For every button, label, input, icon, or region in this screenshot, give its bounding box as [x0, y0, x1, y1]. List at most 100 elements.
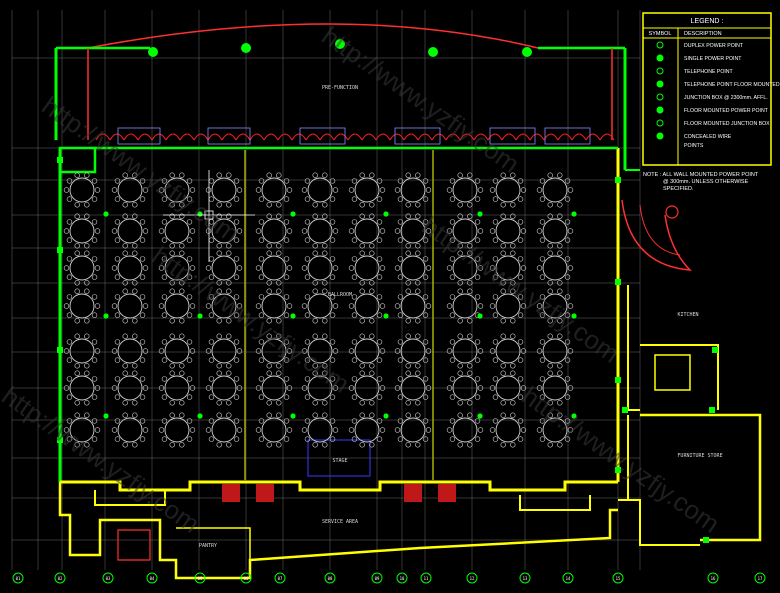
- furniture-store-wall: [640, 413, 762, 542]
- round-table: [205, 213, 243, 249]
- room-labels: PRE-FUNCTION BALLROOM STAGE SERVICE AREA…: [199, 85, 723, 549]
- round-table: [489, 172, 527, 208]
- round-table: [394, 333, 432, 369]
- legend-extra: POINTS: [684, 143, 704, 149]
- red-block: [222, 484, 240, 502]
- floor-power-point-icon: [290, 211, 296, 217]
- panel-arc: [207, 133, 223, 141]
- grid-bubble-label: 03: [106, 576, 111, 581]
- walls: [54, 23, 762, 580]
- round-table: [301, 412, 339, 448]
- kitchen-lift: [654, 354, 691, 391]
- legend-title: LEGEND :: [691, 18, 724, 25]
- round-table: [348, 213, 386, 249]
- telephone-floor-point-icon: [656, 80, 664, 88]
- ceiling-light-icon: [428, 47, 438, 57]
- legend-item: FLOOR MOUNTED JUNCTION BOX: [656, 119, 770, 127]
- grid-bubble: 10: [396, 572, 408, 584]
- panel-arc: [389, 133, 405, 141]
- round-table: [489, 250, 527, 286]
- store-bottom: [618, 499, 700, 546]
- round-table: [255, 213, 293, 249]
- round-table: [536, 370, 574, 406]
- floor-power-point-icon: [383, 413, 389, 419]
- round-table: [63, 412, 101, 448]
- prefunction-bay: [544, 127, 591, 145]
- grid-bubble: 09: [371, 572, 383, 584]
- round-table: [111, 288, 149, 324]
- legend-item-label: TELEPHONE POINT FLOOR MOUNTED: [684, 82, 780, 88]
- round-table: [205, 288, 243, 324]
- round-table: [536, 250, 574, 286]
- label-pre-function: PRE-FUNCTION: [322, 85, 358, 91]
- floor-power-point-icon: [477, 313, 483, 319]
- grid-bubble: 04: [146, 572, 158, 584]
- round-table: [536, 333, 574, 369]
- panel-arc: [221, 133, 237, 141]
- panel-arc: [431, 133, 447, 141]
- floor-power-point-icon: [290, 413, 296, 419]
- legend: LEGEND : SYMBOL DESCRIPTION DUPLEX POWER…: [642, 12, 780, 166]
- round-table: [536, 172, 574, 208]
- column-marker: [712, 347, 718, 353]
- round-table: [205, 370, 243, 406]
- note-line-2: @ 300mm. UNLESS OTHERWISE: [663, 179, 749, 185]
- panel-arc: [403, 133, 419, 141]
- round-table: [111, 412, 149, 448]
- round-table: [255, 333, 293, 369]
- grid-bubble: 12: [466, 572, 478, 584]
- floor-power-point-icon: [477, 211, 483, 217]
- column-marker: [615, 177, 621, 183]
- panel-arc: [529, 133, 545, 141]
- red-block: [438, 484, 456, 502]
- round-table: [158, 172, 196, 208]
- round-table: [348, 172, 386, 208]
- round-table: [394, 250, 432, 286]
- grid-bubble-label: 14: [566, 576, 571, 581]
- panel-arc: [333, 133, 349, 141]
- panel-arc: [487, 133, 503, 141]
- round-table: [348, 412, 386, 448]
- label-service-area: SERVICE AREA: [322, 519, 358, 525]
- concealed-wire-icon: [656, 132, 664, 140]
- panel-arc: [473, 133, 489, 141]
- cad-crosshair-cursor[interactable]: [163, 170, 255, 262]
- grid-bubble-label: 04: [150, 576, 155, 581]
- round-table: [446, 250, 484, 286]
- label-ballroom: BALLROOM: [328, 292, 352, 298]
- panel-arc: [193, 133, 209, 141]
- floor-power-point-icon: [571, 413, 577, 419]
- floor-power-point-icon: [571, 313, 577, 319]
- round-table: [158, 412, 196, 448]
- round-table: [394, 213, 432, 249]
- service-area-wall: [58, 482, 618, 580]
- curved-stair-outer: [621, 199, 692, 271]
- round-table: [489, 213, 527, 249]
- grid-bubble-label: 10: [400, 576, 405, 581]
- legend-item-label: TELEPHONE POINT: [684, 69, 734, 75]
- grid-bubble-label: 17: [758, 576, 763, 581]
- round-table: [205, 333, 243, 369]
- stage-outline: [307, 439, 371, 477]
- round-table: [158, 333, 196, 369]
- grid-bubble-label: 06: [244, 576, 249, 581]
- panel-arc: [305, 133, 321, 141]
- stair-newel: [665, 205, 679, 219]
- grid-bubble-label: 02: [58, 576, 63, 581]
- floor-power-point-icon: [197, 313, 203, 319]
- panel-arc: [235, 133, 251, 141]
- note-line-3: SPECIFIED.: [663, 186, 694, 192]
- prefunction-panels: [95, 127, 615, 145]
- round-table: [301, 333, 339, 369]
- round-table: [301, 213, 339, 249]
- grid-bubble: 05: [194, 572, 206, 584]
- legend-item: TELEPHONE POINT: [656, 67, 734, 75]
- grid-bubble-label: 16: [711, 576, 716, 581]
- grid-bubble-label: 13: [523, 576, 528, 581]
- round-table: [446, 172, 484, 208]
- prefunction-bay: [299, 127, 346, 145]
- panel-arc: [165, 133, 181, 141]
